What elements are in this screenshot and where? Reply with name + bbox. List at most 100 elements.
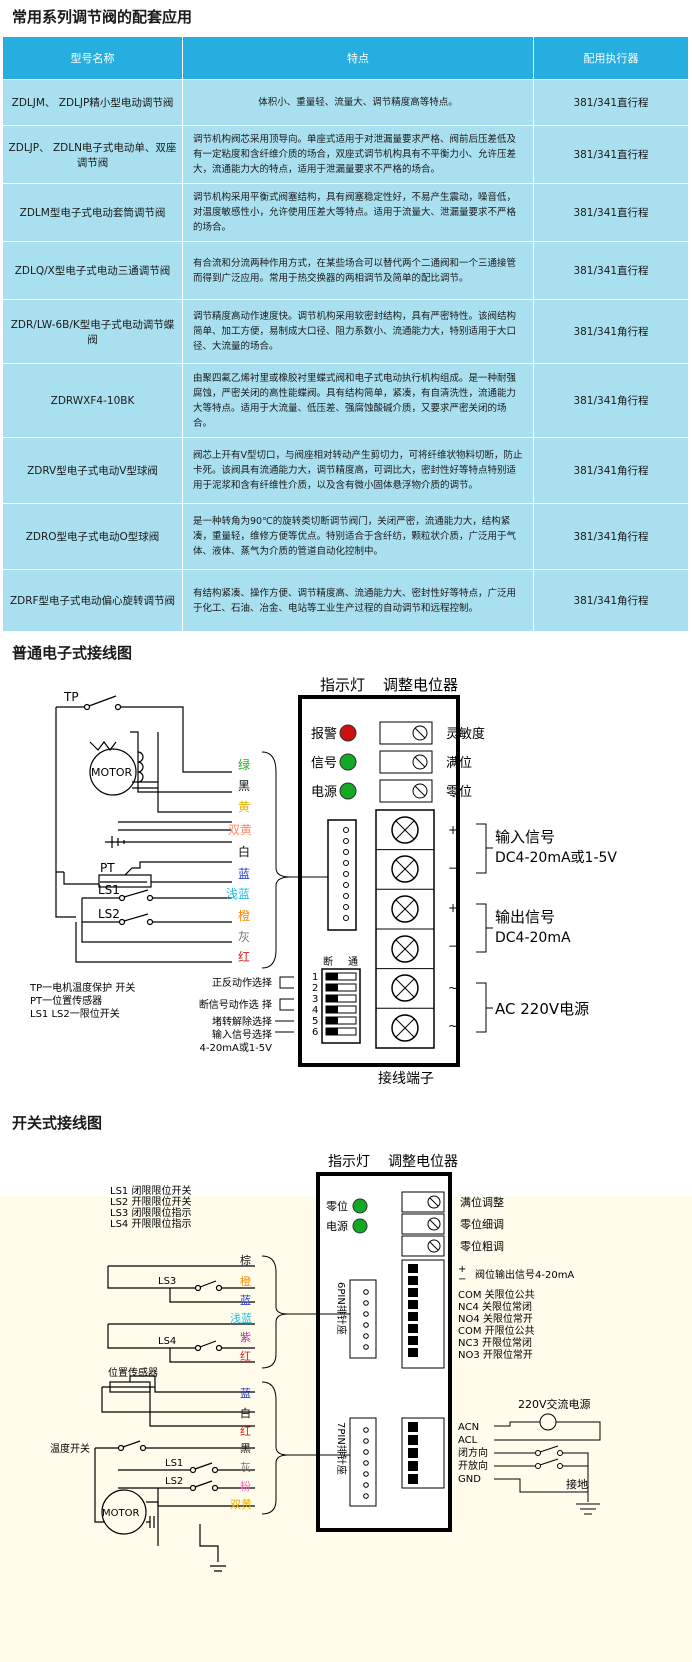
motor-wiring bbox=[55, 695, 232, 963]
terminal-screw-icon[interactable] bbox=[391, 895, 419, 923]
pin-header bbox=[327, 819, 357, 931]
wire-label: 白 bbox=[240, 1406, 251, 1420]
model-cell: ZDRO型电子式电动O型球阀 bbox=[2, 503, 183, 570]
wire-label: 橙 bbox=[240, 1274, 251, 1288]
actuator-cell: 381/341角行程 bbox=[533, 299, 689, 364]
indicator-label: 指示灯 bbox=[320, 676, 365, 694]
dip-number: 2 bbox=[312, 983, 318, 994]
actuator-cell: 381/341直行程 bbox=[533, 125, 689, 184]
pot-label: 调整电位器 bbox=[388, 1154, 458, 1170]
ls1-label: LS1 bbox=[165, 1458, 183, 1469]
temp-switch-label: 温度开关 bbox=[50, 1442, 90, 1455]
model-cell: ZDLJP、 ZDLN电子式电动单、双座调节阀 bbox=[2, 125, 183, 184]
terminal-screw-icon[interactable] bbox=[391, 855, 419, 883]
terminal-screw-icon[interactable] bbox=[391, 816, 419, 844]
7pin-socket bbox=[349, 1417, 377, 1507]
terminal-label: NC4 关限位常闭 bbox=[458, 1300, 532, 1313]
pot-name: 满位调整 bbox=[460, 1195, 504, 1209]
lamp-label: 电源 bbox=[311, 785, 337, 800]
dip-number: 5 bbox=[312, 1016, 318, 1027]
table-row: ZDRV型电子式电动V型球阀阀芯上开有V型切口，与阀座相对转动产生剪切力，可将纤… bbox=[2, 437, 689, 504]
actuator-cell: 381/341直行程 bbox=[533, 79, 689, 126]
wire-label: 橙 bbox=[238, 908, 250, 923]
wiring-diagram-1: 指示灯 调整电位器 接线端子 报警 信号 电源 灵敏度 满位 零位 bbox=[29, 676, 617, 1087]
lamp-label: 电源 bbox=[326, 1219, 348, 1233]
dip-number: 6 bbox=[312, 1027, 318, 1038]
model-cell: ZDLM型电子式电动套筒调节阀 bbox=[2, 183, 183, 242]
model-cell: ZDLQ/X型电子式电动三通调节阀 bbox=[2, 241, 183, 300]
feature-cell: 阀芯上开有V型切口，与阀座相对转动产生剪切力，可将纤维状物料切断，防止卡死。该阀… bbox=[182, 437, 534, 504]
dip-knob bbox=[326, 973, 338, 980]
7pin-label: 7PIN排针座 bbox=[335, 1422, 348, 1475]
span-adjust-pot[interactable] bbox=[401, 1191, 445, 1213]
feature-cell: 由聚四氟乙烯衬里或橡胶衬里蝶式阀和电子式电动执行机构组成。是一种耐强腐蚀，严密关… bbox=[182, 363, 534, 438]
feature-cell: 调节机构阀芯采用顶导向。单座式适用于对泄漏量要求严格、阀前后压差低及有一定粘度和… bbox=[182, 125, 534, 184]
dip-label: 正反动作选择 bbox=[212, 976, 272, 989]
power-source-label: 220V交流电源 bbox=[518, 1397, 591, 1411]
dip-number: 4 bbox=[312, 1005, 318, 1016]
wire-label: 白 bbox=[238, 844, 250, 859]
wire-label: 蓝 bbox=[240, 1294, 251, 1307]
legend-line: LS4 开限限位指示 bbox=[110, 1217, 191, 1230]
dip-knob bbox=[326, 995, 338, 1002]
dip-knob bbox=[326, 984, 338, 991]
wire-label: 浅蓝 bbox=[226, 887, 250, 901]
terminal-block-label: 接线端子 bbox=[378, 1070, 434, 1087]
ls2-label: LS2 bbox=[165, 1476, 183, 1487]
legend-line: LS2 开限限位开关 bbox=[110, 1195, 191, 1208]
terminal-screw-icon[interactable] bbox=[391, 935, 419, 963]
ls2-label: LS2 bbox=[98, 907, 120, 921]
table-row: ZDLM型电子式电动套筒调节阀调节机构采用平衡式阀塞结构，具有阀塞稳定性好，不易… bbox=[2, 183, 689, 242]
wiring-diagram-2: 指示灯 调整电位器 零位 电源 满位调整 零位细调 零位粗调 6PIN排针座 7… bbox=[50, 1154, 601, 1572]
wire-label: 浅蓝 bbox=[230, 1312, 252, 1325]
limit-switch-wiring bbox=[94, 1265, 255, 1572]
terminal-screw-icon[interactable] bbox=[391, 974, 419, 1002]
alarm-lamp-icon bbox=[339, 724, 357, 742]
terminal-screw-icon[interactable] bbox=[391, 1014, 419, 1042]
terminal-label: NC3 开限位常闭 bbox=[458, 1336, 532, 1349]
dip-sublabel: 4-20mA或1-5V bbox=[200, 1042, 273, 1054]
table-header-row: 型号名称 特点 配用执行器 bbox=[2, 36, 689, 80]
terminal-group-name: 输出信号 bbox=[495, 908, 555, 926]
legend-line: TP一电机温度保护 开关 bbox=[29, 981, 135, 994]
feature-cell: 有合流和分流两种作用方式，在某些场合可以替代两个二通阀和一个三通接管而得到广泛应… bbox=[182, 241, 534, 300]
dip-label: 堵转解除选择 bbox=[212, 1015, 272, 1028]
legend-line: LS1 LS2一限位开关 bbox=[30, 1007, 120, 1020]
terminal-label: GND bbox=[458, 1474, 481, 1485]
wire-label: 绿 bbox=[238, 757, 250, 772]
zero-fine-pot[interactable] bbox=[401, 1213, 445, 1235]
wire-label: 红 bbox=[240, 1425, 251, 1438]
zero-pot[interactable] bbox=[379, 779, 433, 803]
model-cell: ZDR/LW-6B/K型电子式电动调节蝶阀 bbox=[2, 299, 183, 364]
actuator-cell: 381/341角行程 bbox=[533, 437, 689, 504]
terminal-label: 阀位输出信号4-20mA bbox=[475, 1268, 574, 1281]
wiring1-title: 普通电子式接线图 bbox=[12, 644, 133, 662]
tp-label: TP bbox=[63, 690, 79, 704]
power-wiring bbox=[494, 1421, 601, 1515]
terminal-label: ACN bbox=[458, 1422, 479, 1433]
span-pot[interactable] bbox=[379, 750, 433, 774]
terminal-sign: + bbox=[448, 823, 458, 837]
pot-name: 灵敏度 bbox=[446, 726, 485, 742]
zero-coarse-pot[interactable] bbox=[401, 1235, 445, 1257]
wire-label: 紫 bbox=[240, 1331, 251, 1344]
model-cell: ZDRF型电子式电动偏心旋转调节阀 bbox=[2, 569, 183, 632]
motor-label: MOTOR bbox=[102, 1508, 139, 1519]
legend-line: LS3 闭限限位指示 bbox=[110, 1206, 191, 1219]
terminal-sign: + bbox=[448, 901, 458, 915]
terminal-sign: − bbox=[448, 939, 458, 953]
motor-label: MOTOR bbox=[91, 766, 133, 779]
sensitivity-pot[interactable] bbox=[379, 721, 433, 745]
table-row: ZDLJM、 ZDLJP精小型电动调节阀体积小、重量轻、流量大、调节精度高等特点… bbox=[2, 79, 689, 126]
wire-label: 棕 bbox=[240, 1253, 251, 1267]
dip-label: 输入信号选择 bbox=[212, 1028, 272, 1041]
dip-number: 1 bbox=[312, 972, 318, 983]
wire-label: 黑 bbox=[238, 779, 250, 793]
feature-cell: 调节精度高动作速度快。调节机构采用软密封结构，具有严密特性。该阀结构简单、加工方… bbox=[182, 299, 534, 364]
header-model: 型号名称 bbox=[2, 36, 183, 80]
valve-spec-table: 型号名称 特点 配用执行器 ZDLJM、 ZDLJP精小型电动调节阀体积小、重量… bbox=[2, 36, 689, 632]
ls4-label: LS4 bbox=[158, 1336, 176, 1347]
model-cell: ZDRWXF4-10BK bbox=[2, 363, 183, 438]
pot-name: 零位细调 bbox=[460, 1217, 504, 1231]
pot-label: 调整电位器 bbox=[383, 676, 458, 694]
